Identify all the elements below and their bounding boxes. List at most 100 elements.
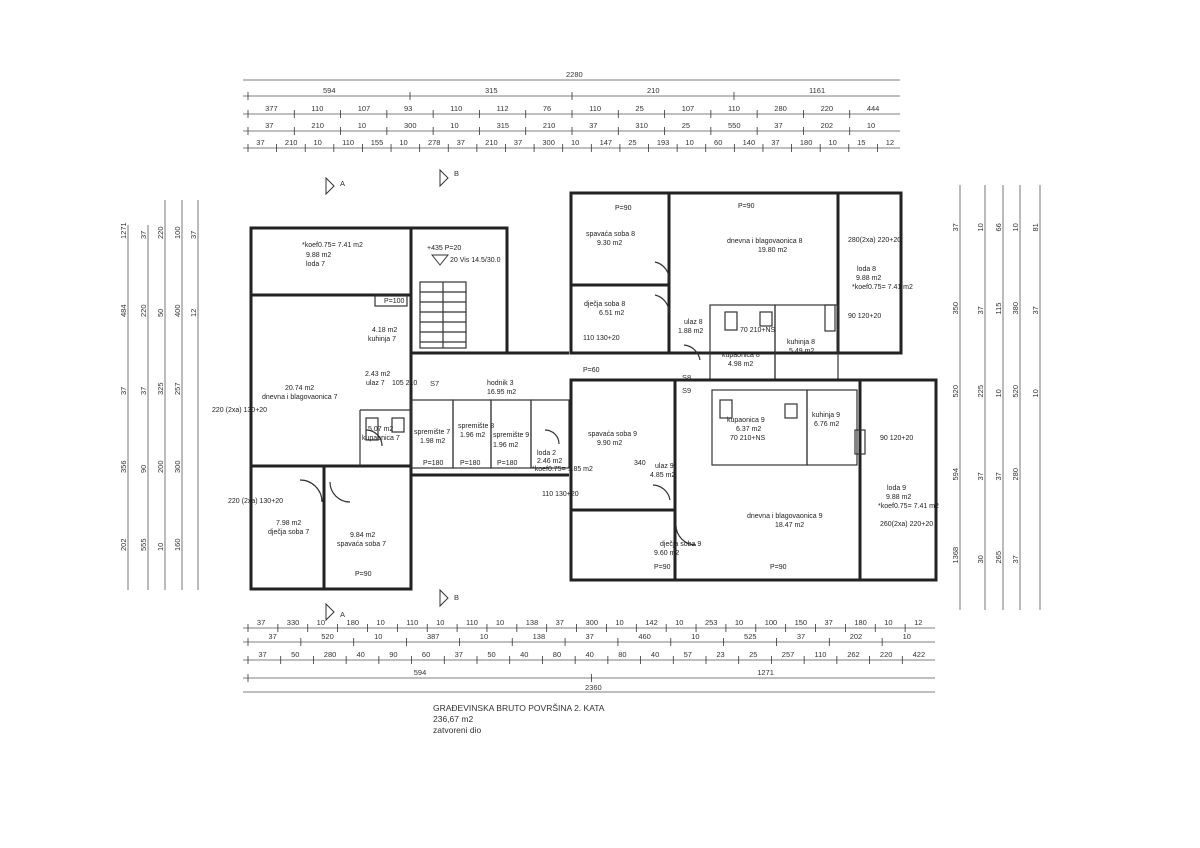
dim-label: 1271 <box>119 222 128 239</box>
dim-label: 50 <box>156 309 165 317</box>
dim-label: 60 <box>714 138 722 147</box>
dim-label: 37 <box>265 121 273 130</box>
dim-label: 10 <box>884 618 892 627</box>
room-spavaca7-name: spavaća soba 7 <box>337 541 386 548</box>
dim-label: 160 <box>173 538 182 551</box>
dim-label: 520 <box>321 632 334 641</box>
dim-label: 180 <box>347 618 360 627</box>
dim-label: 220 <box>156 226 165 239</box>
dim-label: 220 <box>139 304 148 317</box>
dim-label: 37 <box>589 121 597 130</box>
dim-label: 112 <box>497 104 509 113</box>
dim-label: 142 <box>645 618 658 627</box>
dim-label: 12 <box>189 309 198 317</box>
total-width-top: 2280 <box>566 70 583 79</box>
room-djecja7-name: dječja soba 7 <box>268 529 309 536</box>
dim-label: 10 <box>867 121 875 130</box>
room-spremiste8-area: 1.96 m2 <box>460 432 485 439</box>
room-loda7-name: loda 7 <box>306 261 325 268</box>
room-kupaonica7-area: 5.07 m2 <box>368 426 393 433</box>
dim-label: 37 <box>457 138 465 147</box>
dim-label: 37 <box>556 618 564 627</box>
room-spavaca7-dim: P=90 <box>355 571 372 578</box>
bottom-dimension-lines <box>243 627 935 693</box>
room-dnevna7-name: dnevna i blagovaonica 7 <box>262 394 338 401</box>
room-kuhinja9-dim: 90 120+20 <box>880 435 913 442</box>
dim-label: 37 <box>1031 306 1040 314</box>
right-dim-labels: 3735052059413681037225373066115103726510… <box>951 223 1040 563</box>
dim-label: 10 <box>1031 389 1040 397</box>
dim-label: 10 <box>358 121 366 130</box>
dim-label: 265 <box>994 551 1003 564</box>
dim-label: 37 <box>257 618 265 627</box>
dim-label: 60 <box>422 650 430 659</box>
dim-label: 110 <box>406 618 418 627</box>
dim-label: 25 <box>682 121 690 130</box>
dim-label: 147 <box>600 138 613 147</box>
dim-label: 262 <box>847 650 860 659</box>
fixtures <box>365 295 866 455</box>
dim-label: 155 <box>371 138 384 147</box>
dim-label: 210 <box>647 86 660 95</box>
dim-label: 253 <box>705 618 718 627</box>
walls-left-wing <box>249 226 570 591</box>
dim-label: 10 <box>1011 223 1020 231</box>
misc-p60: P=60 <box>583 367 600 374</box>
dim-label: 220 <box>821 104 834 113</box>
dim-label: 138 <box>533 632 546 641</box>
room-kupaonica8-name: kupaonica 8 <box>722 352 760 359</box>
room-loda8-area: 9.88 m2 <box>856 275 881 282</box>
dim-label: 210 <box>285 138 298 147</box>
dim-label: 193 <box>657 138 670 147</box>
room-ulaz7-name: ulaz 7 <box>366 380 385 387</box>
dim-label: 310 <box>635 121 648 130</box>
room-spremiste7-dim: P=180 <box>423 460 444 467</box>
room-hodnik3-area: 16.95 m2 <box>487 389 516 396</box>
dim-label: 594 <box>951 468 960 481</box>
dim-label: 594 <box>323 86 336 95</box>
section-s8: S8 <box>682 373 691 382</box>
dim-label: 57 <box>684 650 692 659</box>
room-spremiste9-dim: P=180 <box>497 460 518 467</box>
room-kupaonica9-area: 6.37 m2 <box>736 426 761 433</box>
dim-label: 12 <box>914 618 922 627</box>
room-loda7-area: 9.88 m2 <box>306 252 331 259</box>
dim-label: 150 <box>795 618 808 627</box>
total-width-bottom: 2360 <box>585 683 602 692</box>
dim-label: 115 <box>994 303 1003 315</box>
room-loda2-area: 2.46 m2 <box>537 458 562 465</box>
dim-label: 66 <box>994 223 1003 231</box>
dim-label: 10 <box>496 618 504 627</box>
dim-label: 37 <box>268 632 276 641</box>
room-djecja8-name: dječja soba 8 <box>584 301 625 308</box>
dim-label: 37 <box>771 138 779 147</box>
misc-110-left: 220 (2xa) 130+20 <box>228 498 283 505</box>
room-kuhinja8-area: 5.49 m2 <box>789 348 814 355</box>
dim-label: 300 <box>586 618 599 627</box>
dim-label: 40 <box>357 650 365 659</box>
dim-label: 37 <box>258 650 266 659</box>
dim-label: 10 <box>480 632 488 641</box>
dim-label: 37 <box>139 231 148 239</box>
dim-label: 110 <box>589 104 601 113</box>
room-kuhinja7-name: kuhinja 7 <box>368 336 396 343</box>
room-kupaonica8-dim: 70 210+NS <box>740 327 776 334</box>
dim-label: 80 <box>553 650 561 659</box>
dim-label: 37 <box>774 121 782 130</box>
room-kupaonica9-dim: 70 210+NS <box>730 435 766 442</box>
dim-label: 110 <box>311 104 323 113</box>
dim-label: 10 <box>903 632 911 641</box>
dim-label: 180 <box>800 138 813 147</box>
room-ulaz8-name: ulaz 8 <box>684 319 703 326</box>
dim-label: 25 <box>635 104 643 113</box>
dim-label: 460 <box>638 632 651 641</box>
room-hodnik3-name: hodnik 3 <box>487 380 514 387</box>
room-spremiste7-name: spremište 7 <box>414 429 450 436</box>
dim-label: 23 <box>716 650 724 659</box>
room-dnevna8-name: dnevna i blagovaonica 8 <box>727 238 803 245</box>
room-spremiste8-name: spremište 8 <box>458 423 494 430</box>
room-loda2-name: loda 2 <box>537 450 556 457</box>
